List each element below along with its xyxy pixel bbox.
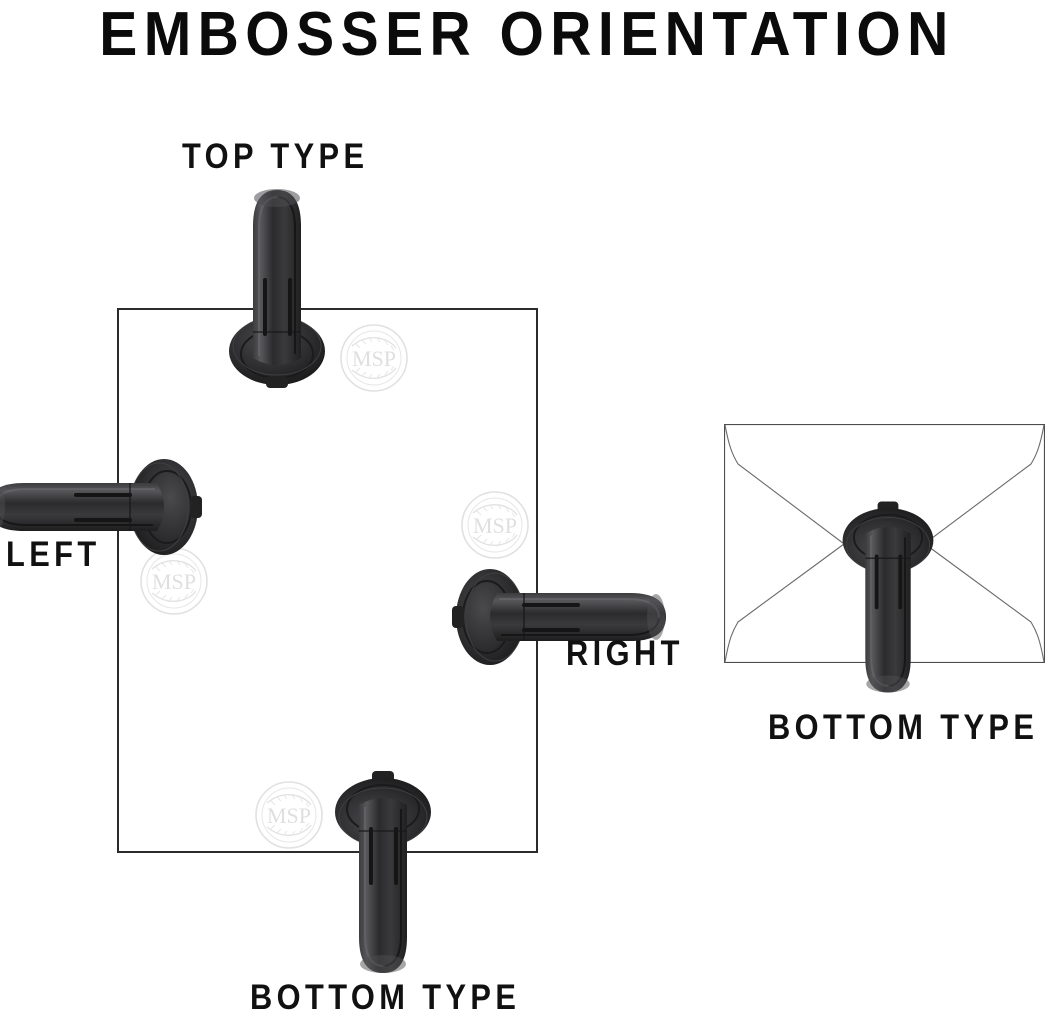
sheet-of-paper [117, 308, 538, 853]
label-right: RIGHT [566, 634, 684, 673]
embosser-bottom-type-envelope [836, 497, 940, 697]
seal-impression-msp: MSP [138, 545, 210, 617]
seal-monogram-text: MSP [473, 513, 517, 538]
seal-impression-msp: MSP [253, 779, 325, 851]
label-top-type: TOP TYPE [182, 137, 369, 176]
seal-impression-msp: MSP [459, 489, 531, 561]
embosser-right [450, 562, 690, 672]
label-bottom-type-paper: BOTTOM TYPE [250, 978, 521, 1017]
seal-monogram-text: MSP [352, 346, 396, 371]
embosser-top-type [222, 186, 332, 396]
label-left: LEFT [6, 535, 101, 574]
label-bottom-type-envelope: BOTTOM TYPE [768, 708, 1039, 747]
embosser-bottom-type-paper [328, 767, 438, 977]
seal-monogram-text: MSP [152, 569, 196, 594]
embosser-left [0, 452, 222, 562]
page-title: EMBOSSER ORIENTATION [99, 0, 955, 69]
seal-monogram-text: MSP [267, 803, 311, 828]
seal-impression-msp: MSP [338, 322, 410, 394]
